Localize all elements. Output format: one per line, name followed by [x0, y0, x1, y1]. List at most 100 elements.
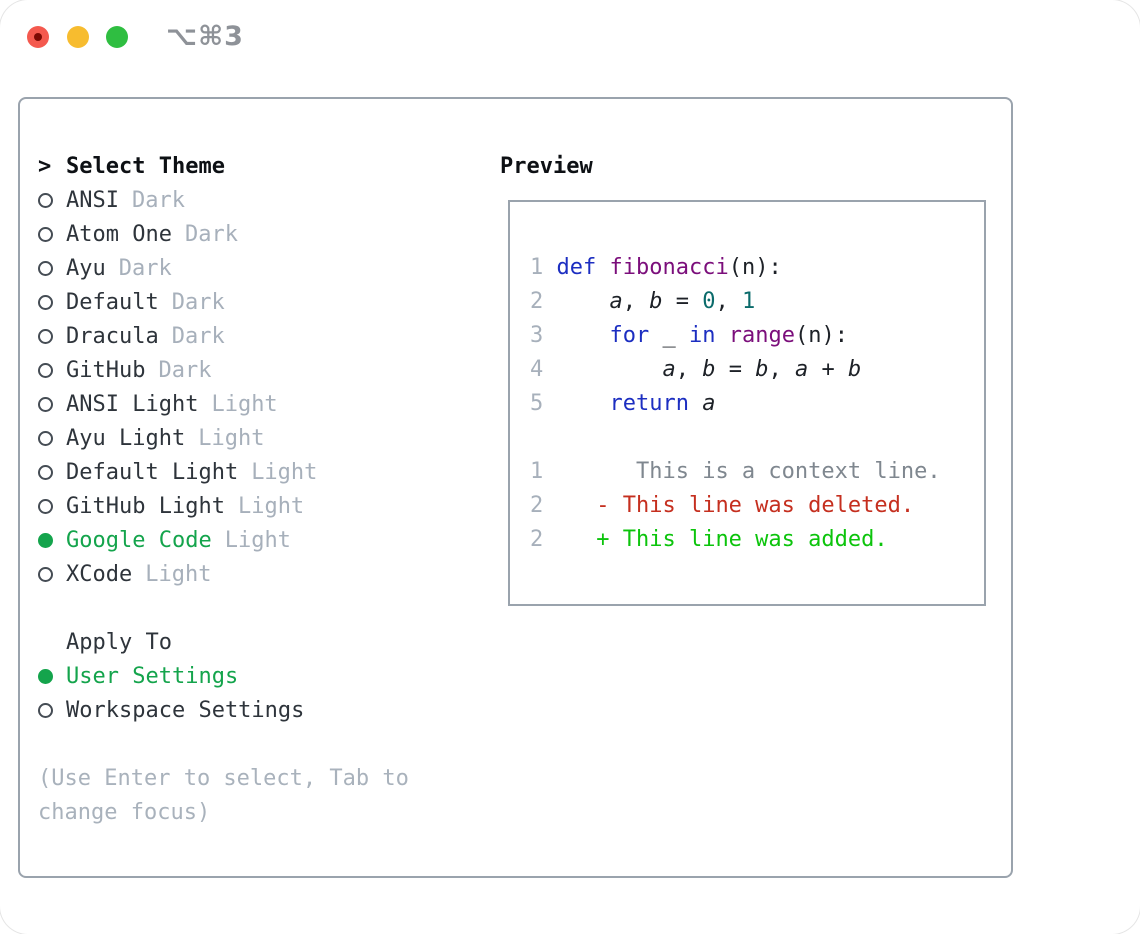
theme-option-label: Default Light — [66, 459, 239, 485]
spacer-row — [38, 727, 409, 761]
radio-unselected-icon — [38, 702, 53, 718]
code-token: , — [768, 357, 795, 382]
code-token: _ — [649, 323, 689, 348]
radio-unselected-icon — [38, 192, 53, 208]
radio-selected-icon — [38, 668, 53, 684]
code-token — [543, 391, 609, 416]
code-token: b — [755, 357, 769, 382]
code-token — [543, 459, 636, 484]
code-line: 4 a, b = b, a + b — [530, 353, 984, 387]
code-token: b — [702, 357, 716, 382]
code-token — [543, 255, 556, 280]
theme-option[interactable]: Ayu Light Light — [38, 421, 409, 455]
code-token: b — [649, 289, 663, 314]
code-line — [530, 421, 984, 455]
code-token: return — [609, 391, 689, 416]
code-token: for — [609, 323, 650, 348]
close-button[interactable] — [27, 26, 49, 48]
apply-option[interactable]: Workspace Settings — [38, 693, 409, 727]
theme-variant-label: Light — [251, 459, 318, 485]
code-token: , — [622, 289, 650, 314]
theme-variant-label: Dark — [131, 187, 185, 213]
zoom-button[interactable] — [106, 26, 128, 48]
radio-icon — [38, 702, 66, 718]
hint-text: change focus) — [38, 799, 211, 825]
theme-variant-label: Light — [237, 493, 305, 519]
spacer-row — [38, 591, 409, 625]
apply-to-header: Apply To — [66, 629, 172, 655]
radio-unselected-icon — [38, 498, 53, 514]
theme-option-label: Ayu — [66, 255, 106, 281]
line-number: 2 — [530, 289, 544, 314]
radio-unselected-icon — [38, 430, 53, 446]
radio-unselected-icon — [38, 260, 53, 276]
theme-option-label: Google Code — [66, 527, 212, 553]
code-line: 2 + This line was added. — [530, 523, 984, 557]
theme-option-label: Atom One — [66, 221, 172, 247]
code-token — [543, 527, 596, 552]
theme-variant-label: Dark — [184, 221, 238, 247]
line-number: 4 — [530, 357, 544, 382]
radio-icon — [38, 226, 66, 242]
code-token — [543, 289, 609, 314]
theme-variant-label: Dark — [171, 323, 225, 349]
code-token: (n): — [794, 323, 848, 348]
theme-variant-label: Dark — [118, 255, 172, 281]
code-token: a — [794, 357, 809, 382]
radio-icon — [38, 532, 66, 548]
theme-option-label: Ayu Light — [66, 425, 186, 451]
code-token: range — [728, 323, 795, 348]
line-number: 2 — [530, 493, 544, 518]
theme-option-label: Default — [66, 289, 159, 315]
focus-arrow-icon: > — [38, 154, 66, 179]
theme-variant-label: Light — [198, 425, 265, 451]
apply-option-label: User Settings — [66, 663, 239, 689]
apply-option[interactable]: User Settings — [38, 659, 409, 693]
theme-option-label: GitHub — [66, 357, 146, 383]
code-line: 2 - This line was deleted. — [530, 489, 984, 523]
radio-unselected-icon — [38, 362, 53, 378]
minimize-button[interactable] — [67, 26, 89, 48]
radio-icon — [38, 464, 66, 480]
radio-unselected-icon — [38, 396, 53, 412]
theme-option[interactable]: Default Light Light — [38, 455, 409, 489]
radio-icon — [38, 566, 66, 582]
code-token: , — [715, 289, 742, 314]
radio-icon — [38, 668, 66, 684]
code-token: a — [662, 357, 676, 382]
apply-to-header-row: Apply To — [38, 625, 409, 659]
code-token — [596, 255, 609, 280]
theme-option[interactable]: Atom One Dark — [38, 217, 409, 251]
radio-selected-icon — [38, 532, 53, 548]
code-token: + This line was added. — [596, 527, 888, 552]
theme-variant-label: Light — [211, 391, 278, 417]
code-token — [543, 323, 609, 348]
code-token: + — [808, 357, 848, 382]
code-line: 1 def fibonacci(n): — [530, 251, 984, 285]
radio-unselected-icon — [38, 226, 53, 242]
code-token: (n): — [728, 255, 782, 280]
theme-option-label: XCode — [66, 561, 133, 587]
hint-text-row: (Use Enter to select, Tab to — [38, 761, 409, 795]
code-token: 0 — [702, 289, 716, 314]
radio-icon — [38, 498, 66, 514]
line-number: 3 — [530, 323, 544, 348]
code-line: 1 This is a context line. — [530, 455, 984, 489]
theme-option[interactable]: Ayu Dark — [38, 251, 409, 285]
code-token: a — [702, 391, 716, 416]
line-number: 1 — [530, 459, 544, 484]
radio-unselected-icon — [38, 566, 53, 582]
code-token: in — [688, 323, 716, 348]
radio-unselected-icon — [38, 294, 53, 310]
